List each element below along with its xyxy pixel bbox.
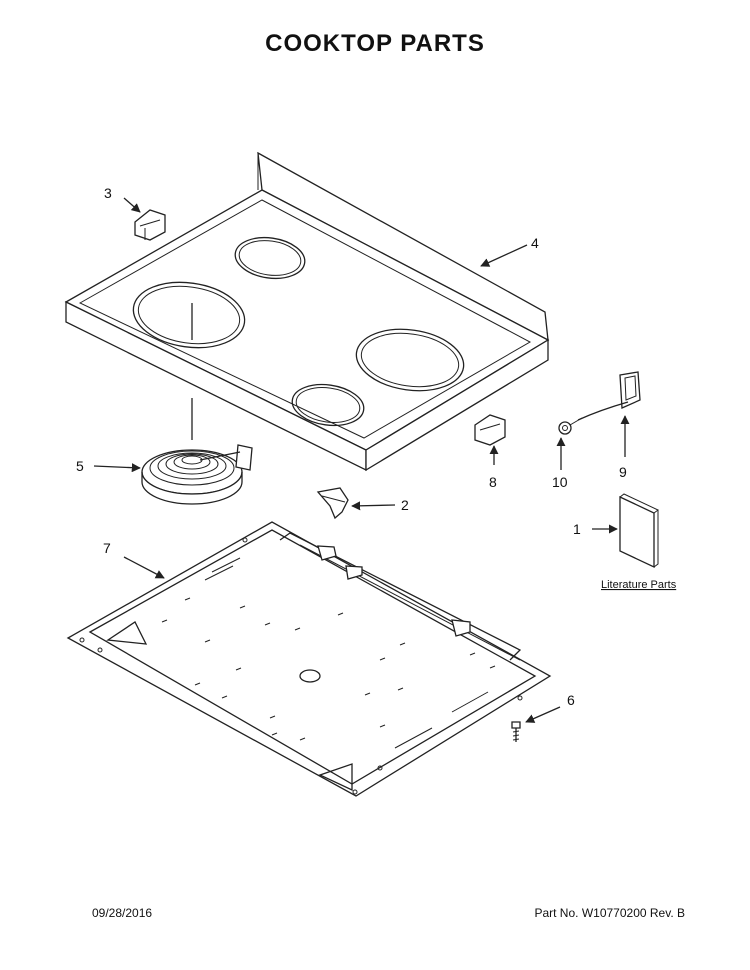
mounting-clip-left xyxy=(134,209,166,241)
callout-3: 3 xyxy=(104,185,112,201)
literature-booklet xyxy=(619,493,659,569)
page-title: COOKTOP PARTS xyxy=(265,30,485,57)
callout-9: 9 xyxy=(619,464,627,480)
wire-terminal-screw xyxy=(558,421,572,435)
callout-8: 8 xyxy=(489,474,497,490)
radiant-surface-element xyxy=(141,398,253,505)
footer-part-number: Part No. W10770200 Rev. B xyxy=(534,906,685,920)
callout-10: 10 xyxy=(552,474,568,490)
callout-1: 1 xyxy=(573,521,581,537)
footer-date: 09/28/2016 xyxy=(92,906,153,920)
callout-7: 7 xyxy=(103,540,111,556)
callout-4: 4 xyxy=(531,235,539,251)
cooktop-chassis-pan xyxy=(66,521,552,797)
mounting-screw xyxy=(511,721,521,742)
literature-parts-label: Literature Parts xyxy=(601,579,677,591)
callout-5: 5 xyxy=(76,458,84,474)
cooktop-main-top xyxy=(64,151,550,472)
callout-2: 2 xyxy=(401,497,409,513)
callout-6: 6 xyxy=(567,692,575,708)
mounting-clip-right xyxy=(474,414,506,446)
bracket xyxy=(316,487,349,520)
switch-harness xyxy=(569,371,641,426)
